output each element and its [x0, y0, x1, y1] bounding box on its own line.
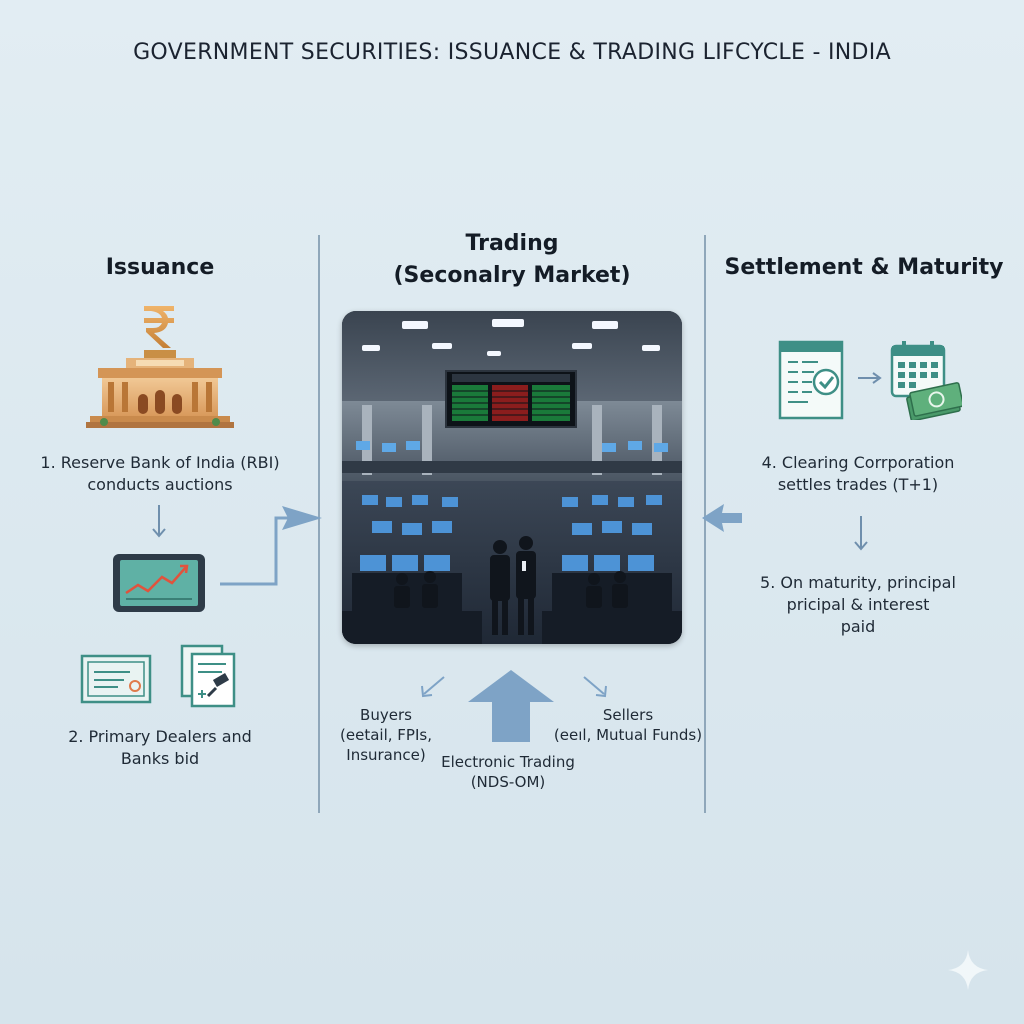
tablet-chart-icon	[113, 554, 205, 612]
checklist-icon	[778, 340, 844, 420]
electronic-trading-text: Electronic Trading (NDS-OM)	[441, 753, 575, 791]
settlement-heading: Settlement & Maturity	[724, 255, 1004, 280]
certificate-icon	[80, 654, 152, 704]
settlement-down-arrow-icon	[854, 516, 868, 551]
buyers-text: Buyers (eetail, FPIs, Insurance)	[340, 706, 432, 764]
sparkle-icon	[948, 950, 988, 990]
issuance-to-trading-arrow	[220, 506, 322, 586]
down-arrow-icon	[152, 505, 166, 538]
rupee-icon	[144, 306, 174, 348]
right-arrow-icon	[858, 372, 882, 384]
divider-left	[318, 235, 320, 813]
settlement-to-trading-arrow	[702, 504, 742, 532]
divider-right	[704, 235, 706, 813]
up-arrow-icon	[468, 670, 554, 742]
rbi-building-icon	[86, 350, 234, 428]
sellers-text: Sellers (eeıl, Mutual Funds)	[553, 706, 703, 744]
sellers-arrow-icon	[583, 676, 607, 698]
step-5-text: 5. On maturity, principal pricipal & int…	[760, 573, 956, 636]
step-1-text: 1. Reserve Bank of India (RBI) conducts …	[40, 453, 280, 494]
step-2-text: 2. Primary Dealers and Banks bid	[68, 727, 252, 768]
issuance-heading: Issuance	[105, 255, 215, 280]
trading-floor-image	[342, 311, 682, 644]
page-title: GOVERNMENT SECURITIES: ISSUANCE & TRADIN…	[133, 40, 891, 65]
trading-heading: Trading (Seconalry Market)	[393, 231, 631, 288]
calendar-money-icon	[890, 341, 962, 420]
buyers-arrow-icon	[421, 676, 445, 698]
step-4-text: 4. Clearing Corrporation settles trades …	[761, 453, 955, 494]
bid-documents-icon	[180, 644, 236, 708]
